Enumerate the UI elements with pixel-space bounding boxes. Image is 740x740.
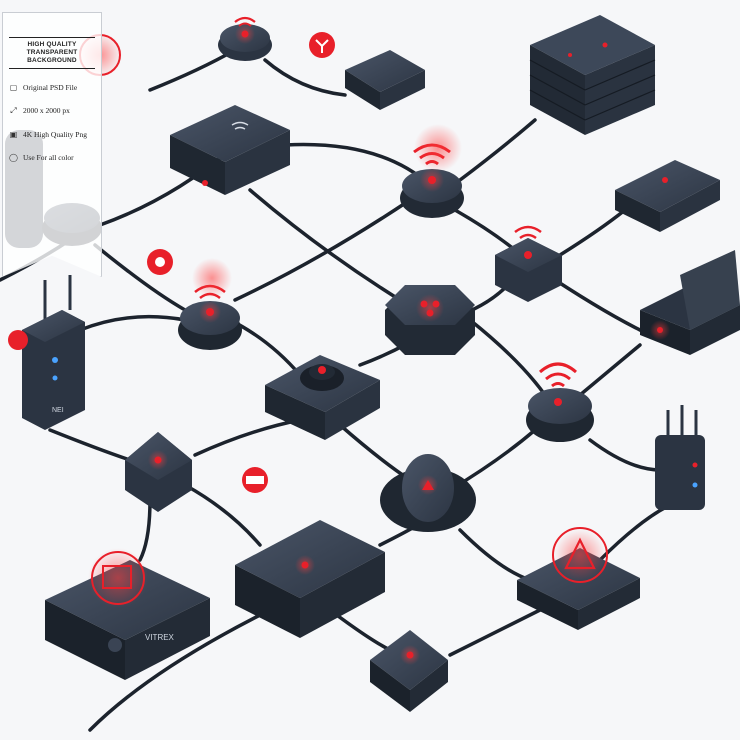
antenna-router-right	[655, 405, 705, 510]
wifi-node-right	[495, 225, 562, 302]
resize-icon: ⤢	[10, 106, 17, 115]
wifi-router-top	[218, 16, 272, 61]
router-center-top	[170, 105, 290, 195]
image-icon: ▣	[9, 130, 18, 139]
tablet-hub-bottom	[235, 520, 385, 638]
cube-node-bottom	[370, 630, 448, 712]
camera-hub-center	[265, 355, 380, 440]
wifi-puck-left	[178, 284, 242, 350]
hub-bottom-left: VITREX	[45, 548, 210, 680]
badge-feature-color: ◯ Use For all color	[9, 153, 95, 162]
badge-feature-png: ▣ 4K High Quality Png	[9, 130, 95, 139]
router-label-left: NEI	[52, 407, 64, 414]
laptop-right	[640, 250, 740, 355]
hub-label-bottom-left: VITREX	[145, 633, 175, 642]
switch-bottom-right	[517, 527, 640, 630]
badge-feature-text: Original PSD File	[23, 83, 78, 92]
badge-feature-text: Use For all color	[23, 153, 74, 162]
small-switch-top	[345, 50, 425, 110]
badge-feature-size: ⤢ 2000 x 2000 px	[9, 106, 95, 116]
palette-icon: ◯	[9, 153, 18, 162]
modem-right	[615, 160, 720, 232]
badge-title-line2: TRANSPARENT BACKGROUND	[26, 49, 78, 64]
shield-hub-left	[125, 432, 192, 512]
badge-title-line1: HIGH QUALITY	[27, 41, 77, 48]
badge-feature-text: 2000 x 2000 px	[23, 106, 70, 115]
server-rack	[529, 15, 656, 135]
router-antennas-left: NEI	[22, 275, 85, 430]
wifi-node-right-middle	[526, 362, 594, 442]
file-icon: ▢	[9, 83, 18, 92]
badge-feature-text: 4K High Quality Png	[23, 130, 87, 139]
octagon-hub-center	[385, 285, 475, 355]
promo-badge: HIGH QUALITY TRANSPARENT BACKGROUND ▢ Or…	[2, 12, 102, 277]
capsule-hub-center	[380, 454, 476, 532]
badge-feature-psd: ▢ Original PSD File	[9, 83, 95, 92]
badge-title: HIGH QUALITY TRANSPARENT BACKGROUND	[9, 37, 95, 69]
wifi-hub-center	[400, 143, 464, 218]
